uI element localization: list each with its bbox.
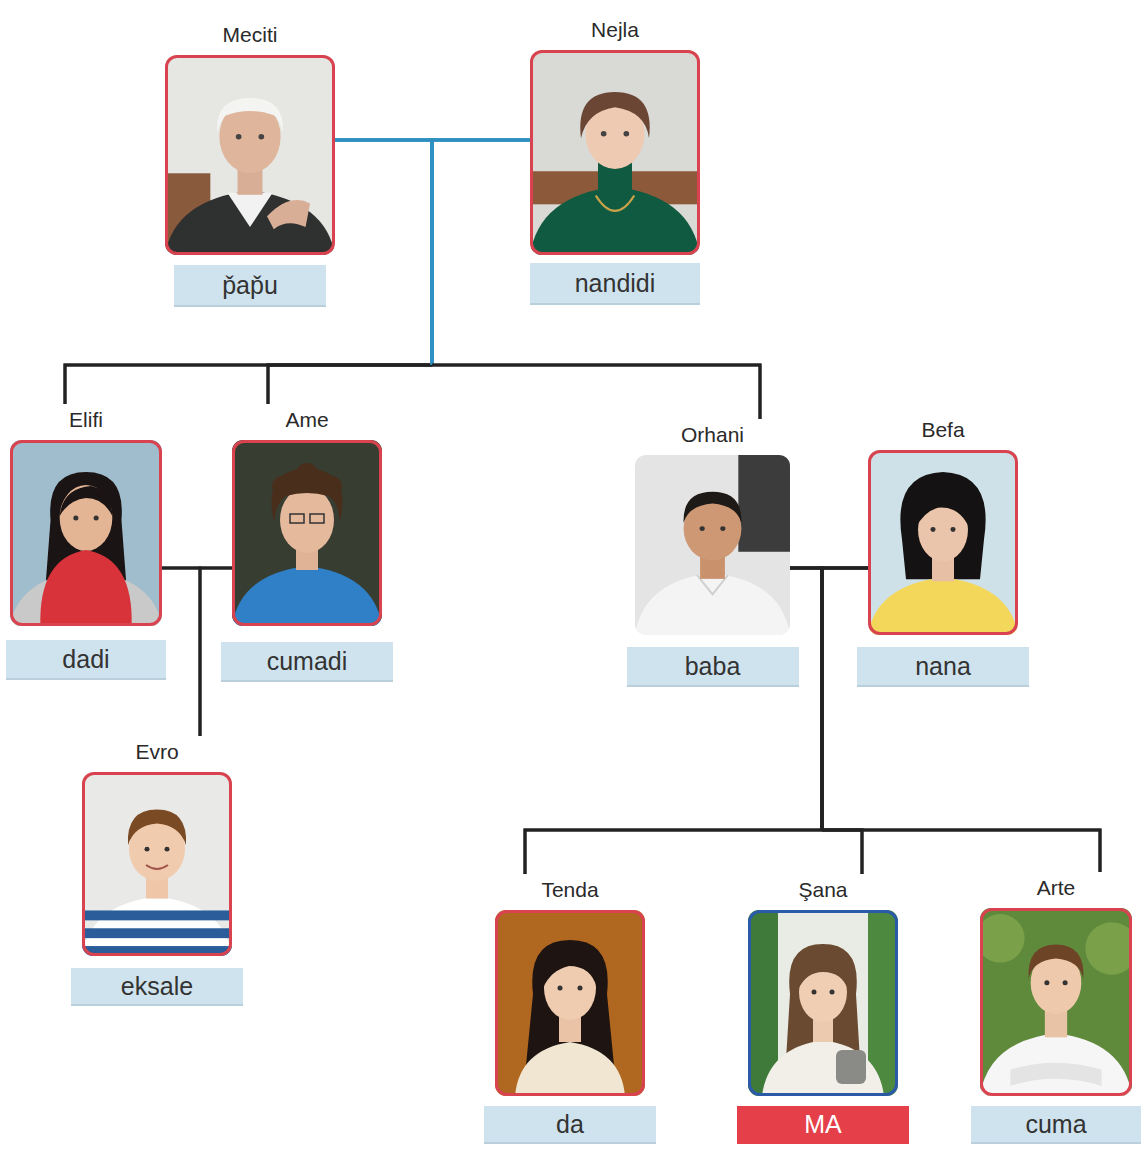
family-line <box>822 830 862 874</box>
family-line <box>790 568 822 830</box>
kinship-tag: p̌ap̌u <box>174 265 326 307</box>
person-name: Elifi <box>6 404 166 436</box>
photo-frame <box>748 910 898 1096</box>
photo-frame <box>868 450 1018 635</box>
person-name: Orhani <box>627 419 799 451</box>
family-line <box>432 140 530 365</box>
photo-frame <box>980 908 1132 1096</box>
family-connector <box>162 568 200 736</box>
person-name: Şana <box>737 874 909 906</box>
portrait-photo <box>976 908 1138 1096</box>
portrait-photo <box>10 440 162 626</box>
portrait-photo <box>868 450 1018 635</box>
person-card: ŞanaMA <box>737 874 909 1144</box>
portrait-photo <box>82 772 232 956</box>
family-line <box>432 140 530 365</box>
family-line <box>65 365 432 404</box>
family-line <box>432 365 760 419</box>
family-line <box>790 568 822 830</box>
person-name: Evro <box>71 736 243 768</box>
family-line <box>432 365 760 419</box>
family-connector <box>432 140 760 419</box>
person-card: Evro eksale <box>71 736 243 1006</box>
photo-frame <box>635 455 790 635</box>
person-name: Ame <box>221 404 393 436</box>
photo-frame <box>495 910 645 1096</box>
photo-frame <box>232 440 382 626</box>
person-name: Nejla <box>530 14 700 46</box>
family-line <box>822 568 868 830</box>
portrait-photo <box>232 440 382 626</box>
kinship-tag: nana <box>857 647 1029 687</box>
family-connector <box>790 568 1100 872</box>
family-line <box>162 568 200 736</box>
family-line <box>268 365 432 404</box>
family-connector <box>525 568 822 874</box>
family-connector <box>790 568 862 874</box>
person-name: Befa <box>857 414 1029 446</box>
person-card: Arte cuma <box>971 872 1141 1144</box>
photo-frame <box>530 50 700 255</box>
family-line <box>822 830 1100 872</box>
kinship-tag: da <box>484 1106 656 1144</box>
family-line <box>65 365 432 404</box>
family-line <box>432 140 530 365</box>
portrait-photo <box>635 455 790 635</box>
kinship-tag: eksale <box>71 968 243 1006</box>
family-connector <box>335 140 760 419</box>
kinship-tag: MA <box>737 1106 909 1144</box>
kinship-tag: cuma <box>971 1106 1141 1144</box>
family-connector <box>822 568 1100 872</box>
family-connector <box>65 140 432 404</box>
kinship-tag: baba <box>627 647 799 687</box>
family-line <box>822 568 868 830</box>
person-card: Meciti p̌ap̌u <box>165 19 335 307</box>
family-line <box>525 830 822 874</box>
portrait-photo <box>495 910 645 1096</box>
person-card: Nejla nandidi <box>530 14 700 305</box>
family-line <box>268 365 432 404</box>
family-connector <box>822 568 868 874</box>
portrait-photo <box>748 910 898 1096</box>
family-line <box>822 568 868 830</box>
person-card: Ame cumadi <box>221 404 393 682</box>
photo-frame <box>82 772 232 956</box>
photo-frame <box>10 440 162 626</box>
person-name: Arte <box>971 872 1141 904</box>
person-name: Tenda <box>484 874 656 906</box>
family-line <box>335 140 432 365</box>
kinship-tag: cumadi <box>221 642 393 682</box>
family-connector <box>525 568 868 874</box>
family-line <box>790 568 822 830</box>
person-card: Tenda da <box>484 874 656 1144</box>
person-card: Elifi dadi <box>6 404 166 680</box>
family-line <box>525 830 822 874</box>
photo-frame <box>165 55 335 255</box>
person-name: Meciti <box>165 19 335 51</box>
portrait-photo <box>165 55 335 255</box>
family-line <box>335 140 432 365</box>
family-line <box>335 140 432 365</box>
person-card: Orhani baba <box>627 419 799 687</box>
portrait-photo <box>530 50 700 255</box>
kinship-tag: dadi <box>6 640 166 680</box>
family-line <box>822 830 1100 872</box>
person-card: Befa nana <box>857 414 1029 687</box>
family-line <box>822 830 862 874</box>
kinship-tag: nandidi <box>530 263 700 305</box>
